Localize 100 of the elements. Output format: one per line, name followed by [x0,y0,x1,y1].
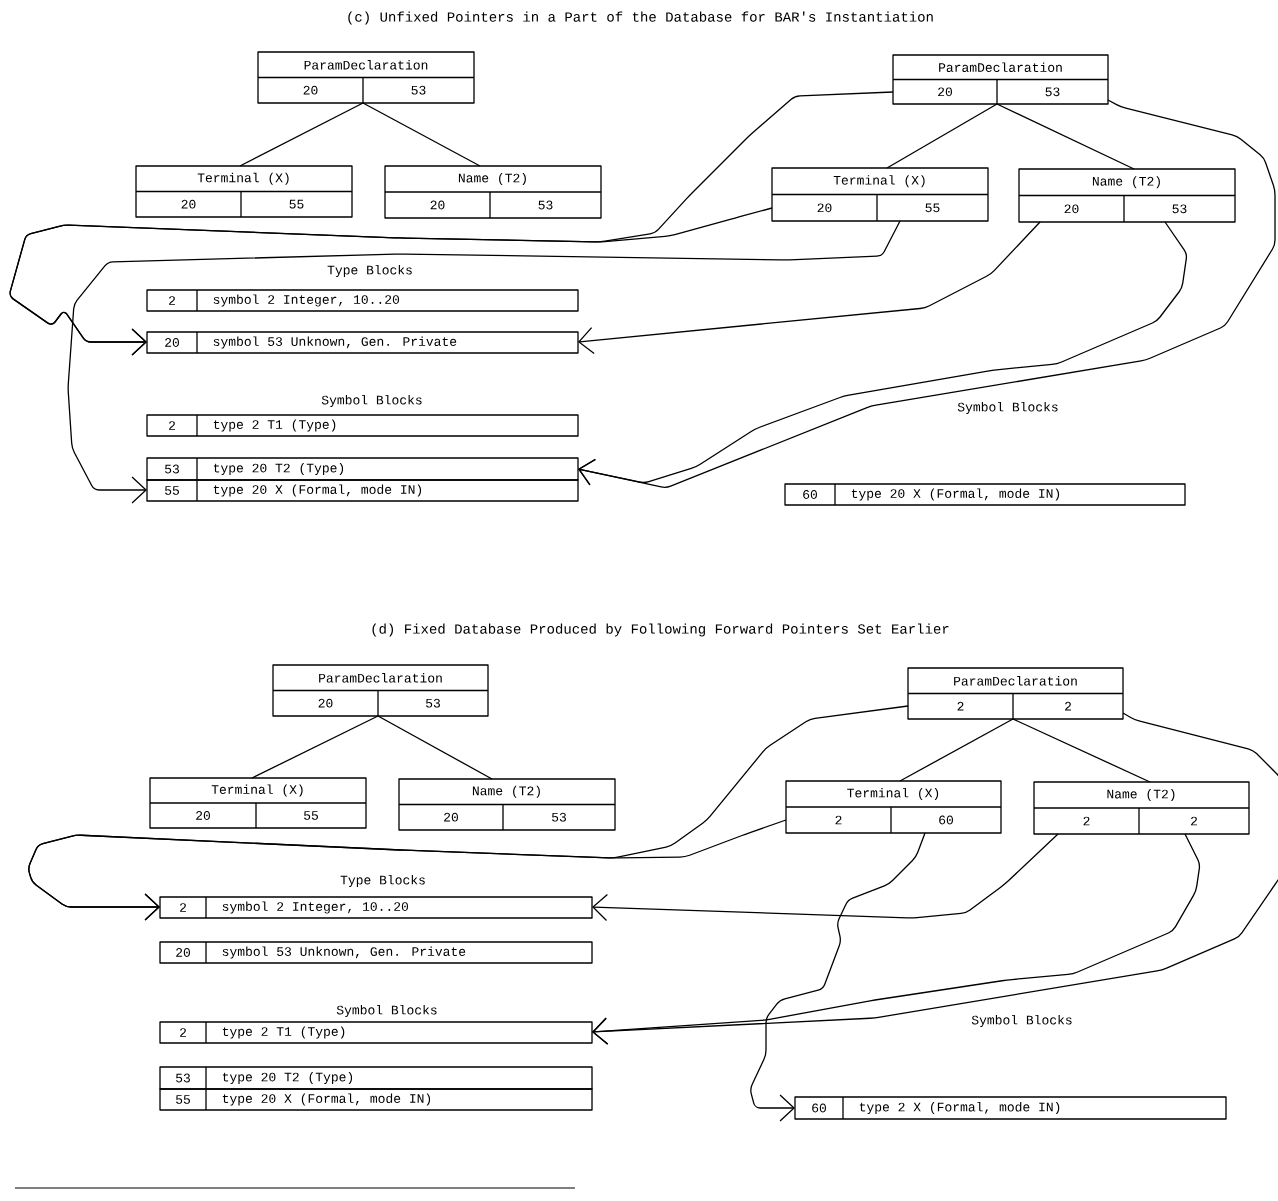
block-entry: type 20 X (Formal, mode IN) [213,484,422,497]
block-entry: type 2 T1 (Type) [222,1026,345,1039]
record-box [398,778,616,831]
tree-line [362,102,481,167]
block-key: 2 [180,1028,186,1037]
field-value: 55 [304,811,318,820]
block-entry: type 2 X (Formal, mode IN) [859,1101,1060,1115]
pointer-arrow [592,712,1278,1045]
block-entry: type 20 T2 (Type) [222,1071,353,1085]
record-box [257,51,475,104]
record-header: Terminal (X) [197,172,289,185]
tree-line [886,103,998,169]
record-header: ParamDeclaration [939,62,1062,72]
pointer-arrow [9,207,773,356]
field-value: 2 [1083,816,1090,826]
block-key: 55 [176,1095,190,1104]
field-value: 20 [444,812,458,822]
record-box [384,165,602,219]
pointer-arrow [578,99,1276,488]
block-entry: type 20 T2 (Type) [213,462,344,476]
tree-line [239,102,364,167]
tree-line [1012,718,1151,783]
block-key: 53 [165,464,179,474]
field-value: 55 [289,199,304,209]
block-row [159,896,593,919]
tree-line [899,718,1014,782]
block-key: 55 [165,486,179,495]
record-box [907,667,1124,720]
block-row [159,1088,593,1111]
block-key: 2 [180,903,186,912]
field-value: 53 [538,200,553,210]
field-value: 20 [318,698,333,708]
record-header: Name (T2) [458,172,526,186]
field-value: 2 [1065,701,1071,711]
record-header: Name (T2) [1092,176,1160,189]
record-header: ParamDeclaration [954,676,1077,686]
field-value: 2 [957,701,964,711]
block-key: 60 [812,1103,826,1113]
record-header: Terminal (X) [833,175,925,188]
field-value: 20 [430,200,445,210]
block-entry: symbol 2 Integer, 10..20 [222,901,409,914]
record-header: Terminal (X) [211,784,303,797]
block-row [784,483,1186,506]
record-box [785,780,1002,834]
record-box [771,167,989,222]
field-value: 20 [196,811,210,820]
block-entry: type 20 X (Formal, mode IN) [222,1093,431,1106]
block-row [794,1096,1227,1120]
block-key: 2 [169,296,175,305]
tree-line [377,715,493,780]
block-key: 53 [176,1073,190,1083]
pointer-arrow [592,833,1059,922]
field-value: 53 [411,85,426,95]
panel-heading: (d) Fixed Database Produced by Following Forward Pointers Set Earlier [372,623,949,637]
section-heading: Symbol Blocks [971,1014,1072,1028]
record-header: ParamDeclaration [319,673,442,683]
block-row [146,457,579,481]
record-box [135,165,353,218]
block-row [159,1066,593,1090]
block-key: 20 [165,338,179,347]
field-value: 20 [938,87,952,97]
panel-heading: (c) Unfixed Pointers in a Part of the Database for BAR's Instantiation [348,11,933,25]
field-value: 2 [1191,816,1197,826]
record-box [892,54,1109,105]
block-entry: type 2 T1 (Type) [213,419,336,432]
block-row [146,479,579,502]
record-box [149,777,367,829]
record-box [272,664,489,717]
field-value: 53 [552,812,566,822]
block-entry: type 20 X (Formal, mode IN) [851,488,1060,501]
block-entry: symbol 2 Integer, 10..20 [213,294,400,307]
field-value: 20 [303,85,318,95]
field-value: 53 [426,698,440,708]
block-row [146,289,579,312]
section-heading: Type Blocks [327,264,412,278]
record-header: Terminal (X) [847,787,939,801]
record-box [1033,781,1250,835]
block-row [159,941,593,964]
record-header: Name (T2) [472,785,540,798]
field-value: 55 [925,203,940,213]
block-entry: symbol 53 Unknown, Gen. Private [213,336,457,349]
pointer-arrow [28,819,787,921]
field-value: 20 [817,203,832,213]
field-value: 53 [1172,204,1187,214]
pointer-arrow [750,832,926,1122]
tree-line [996,103,1135,170]
field-value: 53 [1045,87,1060,97]
block-row [146,331,579,354]
field-value: 20 [181,199,196,209]
block-entry: symbol 53 Unknown, Gen. Private [222,946,466,959]
record-header: Name (T2) [1107,788,1175,802]
block-row [146,414,579,437]
section-heading: Symbol Blocks [957,401,1058,415]
record-box [1018,168,1236,223]
block-key: 2 [169,421,175,430]
field-value: 2 [835,815,842,825]
pointer-arrow [67,220,901,504]
field-value: 60 [939,815,953,825]
block-row [159,1021,593,1044]
block-key: 20 [176,948,190,957]
